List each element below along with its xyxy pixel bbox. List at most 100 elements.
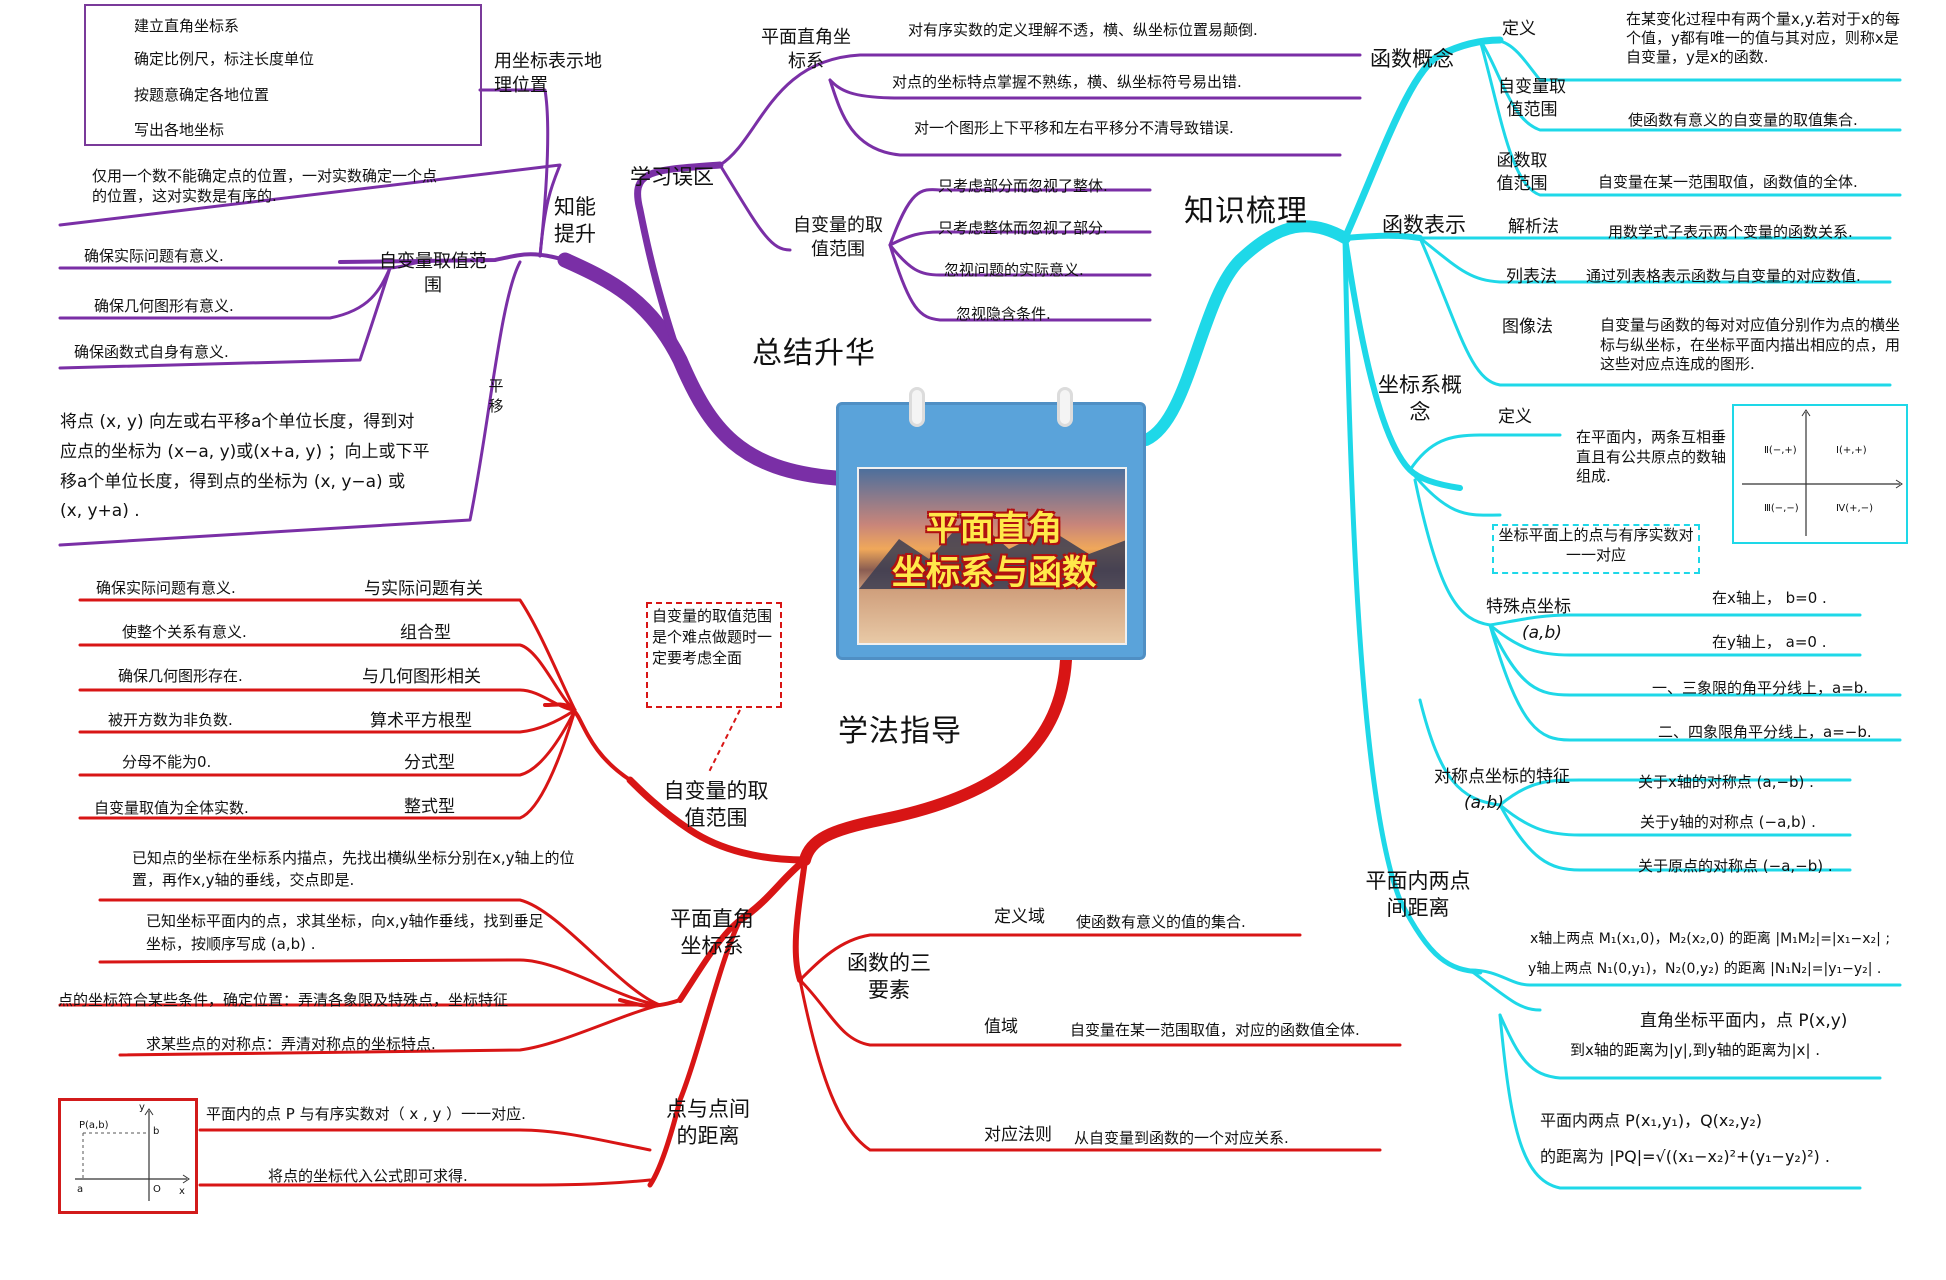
ability-range-title: 自变量取值范围 (379, 251, 487, 297)
translate-title: 平移 (488, 377, 504, 416)
geo-step: 建立直角坐标系 (134, 17, 240, 35)
coord-def-text: 在平面内，两条互相垂直且有公共原点的数轴组成. (1576, 428, 1727, 485)
method-range-label: 与实际问题有关 (364, 579, 483, 599)
method-plane-item: 已知点的坐标在坐标系内描点，先找出横纵坐标分别在x,y轴上的位置，再作x,y轴的… (132, 849, 575, 889)
quadrant-label: Ⅱ(−,+) (1764, 445, 1797, 456)
method-range-label: 算术平方根型 (370, 711, 472, 731)
pair-note-box (1492, 524, 1700, 574)
method-range-label: 分式型 (404, 753, 455, 773)
ability-range-item: 确保函数式自身有意义. (74, 343, 229, 361)
special-item: 在x轴上， b=0 . (1712, 589, 1827, 607)
concept-title: 函数概念 (1370, 47, 1454, 71)
dist-title: 平面内两点间距离 (1365, 869, 1471, 921)
fig-b: b (153, 1126, 160, 1137)
special-var: (a,b) (1522, 623, 1562, 643)
three-label: 值域 (984, 1017, 1018, 1037)
method-points-title: 点与点间的距离 (666, 1097, 750, 1149)
mountain-silhouette (859, 514, 1125, 589)
quadrant-figure: Ⅱ(−,+) Ⅰ(+,+) Ⅲ(−,−) Ⅳ(+,−) (1732, 404, 1908, 544)
note-pointer (707, 709, 741, 775)
quadrant-label: Ⅳ(+,−) (1836, 503, 1873, 514)
concept-value-text: 自变量在某一范围取值，函数值的全体. (1598, 173, 1858, 191)
branch-knowledge-title: 知识梳理 (1184, 194, 1308, 229)
branch-summary-title: 总结升华 (752, 336, 876, 371)
point-axes (75, 1108, 190, 1201)
fig-o: O (153, 1184, 161, 1195)
special-item: 在y轴上， a=0 . (1712, 633, 1827, 651)
mistakes-plane-item: 对有序实数的定义理解不透，横、纵坐标位置易颠倒. (908, 21, 1258, 39)
method-plane-item: 求某些点的对称点：弄清对称点的坐标特点. (146, 1035, 436, 1053)
method-plane-item: 已知坐标平面内的点，求其坐标，向x,y轴作垂线，找到垂足坐标，按顺序写成 (a,… (146, 912, 544, 953)
geo-steps-box (84, 4, 482, 146)
method-range-text: 被开方数为非负数. (108, 711, 233, 729)
landscape-image: 平面直角 坐标系与函数 (857, 467, 1127, 645)
point-figure: P(a,b) b a O x y (58, 1098, 198, 1214)
geo-step: 确定比例尺，标注长度单位 (134, 50, 315, 68)
coord-def-label: 定义 (1498, 407, 1532, 427)
method-range-text: 确保实际问题有意义. (96, 579, 236, 597)
concept-value-label: 函数取值范围 (1496, 151, 1548, 194)
method-plane-title: 平面直角坐标系 (670, 907, 754, 959)
repr-title: 函数表示 (1382, 213, 1466, 237)
method-range-text: 使整个关系有意义. (122, 623, 247, 641)
method-points-item: 平面内的点 P 与有序实数对（ x , y ）一一对应. (206, 1105, 526, 1123)
dist-axis-line: y轴上两点 N₁(0,y₁)，N₂(0,y₂) 的距离 |N₁N₂|=|y₁−y… (1528, 961, 1882, 977)
pair-note: 坐标平面上的点与有序实数对一一对应 (1498, 526, 1694, 564)
method-points-item: 将点的坐标代入公式即可求得. (268, 1167, 468, 1185)
three-label: 对应法则 (984, 1125, 1052, 1145)
repr-label: 解析法 (1508, 217, 1559, 237)
special-item: 一、三象限的角平分线上，a=b. (1652, 679, 1869, 697)
special-item: 二、四象限角平分线上，a=−b. (1658, 723, 1872, 741)
quadrant-axes (1742, 409, 1903, 536)
mistakes-plane-title: 平面直角坐标系 (761, 27, 851, 73)
mistakes-plane-item: 对点的坐标特点掌握不熟练，横、纵坐标符号易出错. (892, 73, 1242, 91)
repr-text: 自变量与函数的每对对应值分别作为点的横坐标与纵坐标，在坐标平面内描出相应的点，用… (1600, 316, 1901, 373)
method-range-label: 与几何图形相关 (362, 667, 481, 687)
mistakes-range-item: 忽视问题的实际意义. (944, 261, 1084, 279)
binder-ring (909, 387, 925, 427)
fig-x: x (179, 1186, 185, 1197)
fig-point-label: P(a,b) (79, 1120, 109, 1131)
method-range-title: 自变量的取值范围 (663, 779, 769, 831)
repr-text: 用数学式子表示两个变量的函数关系. (1608, 223, 1853, 241)
dist-point-axis: 直角坐标平面内，点 P(x,y) (1640, 1011, 1848, 1031)
sym-title: 对称点坐标的特征 (1434, 767, 1570, 787)
three-title: 函数的三要素 (847, 951, 931, 1003)
branch-method-title: 学法指导 (838, 714, 962, 749)
method-range-text: 确保几何图形存在. (118, 667, 243, 685)
center-title-line1: 平面直角 (926, 509, 1062, 549)
mistakes-range-item: 只考虑部分而忽视了整体. (938, 177, 1108, 195)
translate-text: 将点 (x, y) 向左或右平移a个单位长度，得到对应点的坐标为 (x−a, y… (60, 412, 430, 522)
repr-label: 列表法 (1506, 267, 1557, 287)
sym-var: (a,b) (1464, 793, 1504, 813)
sym-item: 关于原点的对称点 (−a,−b) . (1638, 857, 1833, 875)
three-text: 自变量在某一范围取值，对应的函数值全体. (1070, 1021, 1360, 1039)
repr-text: 通过列表格表示函数与自变量的对应数值. (1586, 267, 1861, 285)
three-text: 从自变量到函数的一个对应关系. (1074, 1129, 1289, 1147)
dist-point-axis: 到x轴的距离为|y|,到y轴的距离为|x| . (1570, 1041, 1821, 1059)
three-text: 使函数有意义的值的集合. (1076, 913, 1246, 931)
mistakes-range-title: 自变量的取值范围 (793, 215, 883, 261)
three-label: 定义域 (994, 907, 1045, 927)
geo-step: 写出各地坐标 (134, 121, 225, 139)
mistakes-range-item: 只考虑整体而忽视了部分. (938, 219, 1108, 237)
ability-title: 知能提升 (554, 195, 596, 247)
quadrant-label: Ⅲ(−,−) (1764, 503, 1799, 514)
method-range-label: 组合型 (400, 623, 451, 643)
geo-step: 按题意确定各地位置 (134, 86, 270, 104)
concept-domain-text: 使函数有意义的自变量的取值集合. (1628, 111, 1858, 129)
method-range-text: 分母不能为0. (122, 753, 212, 771)
sym-item: 关于x轴的对称点 (a,−b) . (1638, 773, 1814, 791)
method-range-label: 整式型 (404, 797, 455, 817)
method-note-box (646, 602, 782, 708)
mistakes-range-item: 忽视隐含条件. (956, 305, 1051, 323)
geo-title: 用坐标表示地理位置 (494, 51, 602, 97)
ordered-pair-note: 仅用一个数不能确定点的位置，一对实数确定一个点的位置，这对实数是有序的. (92, 167, 438, 206)
dist-two-points: 的距离为 |PQ|=√((x₁−x₂)²+(y₁−y₂)²) . (1540, 1147, 1830, 1166)
coord-title: 坐标系概念 (1378, 373, 1462, 425)
dist-axis-line: x轴上两点 M₁(x₁,0)，M₂(x₂,0) 的距离 |M₁M₂|=|x₁−x… (1530, 931, 1891, 947)
fig-y: y (139, 1102, 145, 1113)
sym-item: 关于y轴的对称点 (−a,b) . (1640, 813, 1816, 831)
